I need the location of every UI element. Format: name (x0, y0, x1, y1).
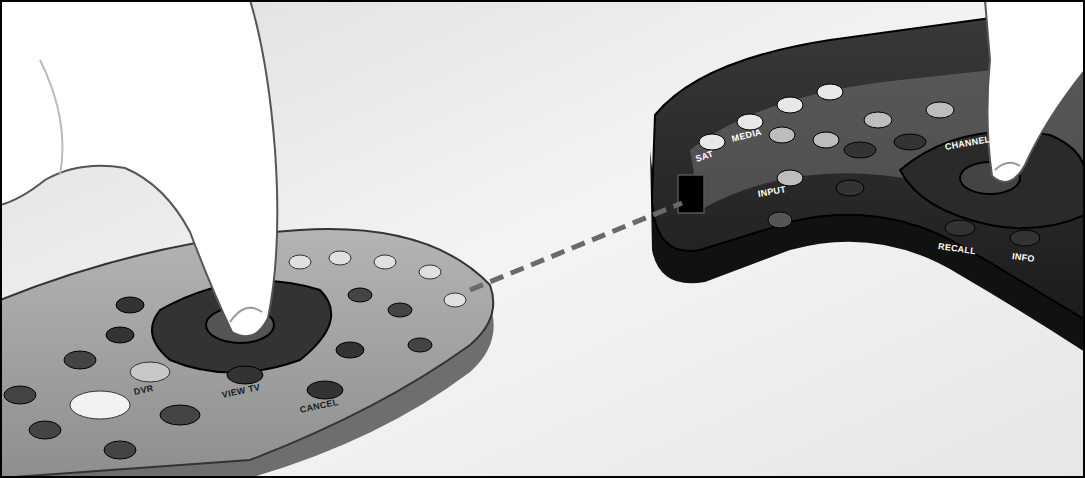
ir-window (678, 175, 704, 213)
ir-beam (470, 203, 682, 290)
right-finger (985, 0, 1085, 182)
left-finger (0, 0, 277, 336)
